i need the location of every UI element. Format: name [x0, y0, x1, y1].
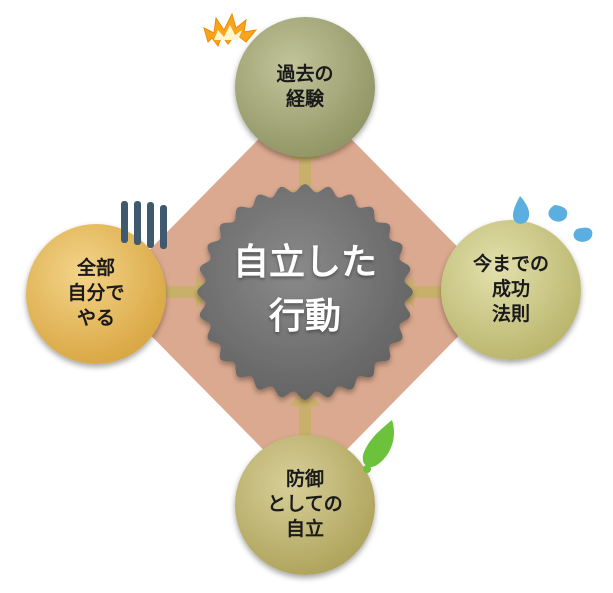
node-left-line-3: やる	[76, 307, 115, 329]
node-right-line-2: 成功	[491, 278, 530, 300]
node-bottom-line-3: 自立	[285, 518, 324, 540]
node-bottom-line-1: 防御	[285, 468, 324, 490]
node-right-line-1: 今までの	[472, 253, 549, 275]
node-left-line-2: 自分で	[67, 282, 125, 304]
node-bottom-label: 防御 としての 自立	[245, 467, 365, 542]
node-right-label: 今までの 成功 法則	[451, 252, 571, 327]
node-top-circle	[235, 17, 375, 157]
gloom-lines-icon	[121, 201, 167, 249]
node-top-line-2: 経験	[285, 88, 324, 110]
center-label: 自立した 行動	[215, 236, 395, 344]
center-badge	[197, 184, 413, 400]
node-right-circle	[441, 220, 581, 360]
node-left-circle	[26, 224, 166, 364]
sweat-drops-icon	[512, 196, 593, 242]
node-top-label: 過去の 経験	[245, 62, 365, 112]
node-right-line-3: 法則	[491, 303, 530, 325]
burst-icon	[203, 12, 258, 48]
center-line-2: 行動	[268, 296, 341, 337]
center-line-1: 自立した	[232, 242, 377, 283]
node-bottom-line-2: としての	[267, 493, 343, 515]
node-bottom-circle	[235, 435, 375, 575]
node-left-line-1: 全部	[76, 257, 115, 279]
leaf-icon	[362, 420, 395, 473]
node-left-label: 全部 自分で やる	[36, 256, 156, 331]
node-top-line-1: 過去の	[276, 63, 334, 85]
